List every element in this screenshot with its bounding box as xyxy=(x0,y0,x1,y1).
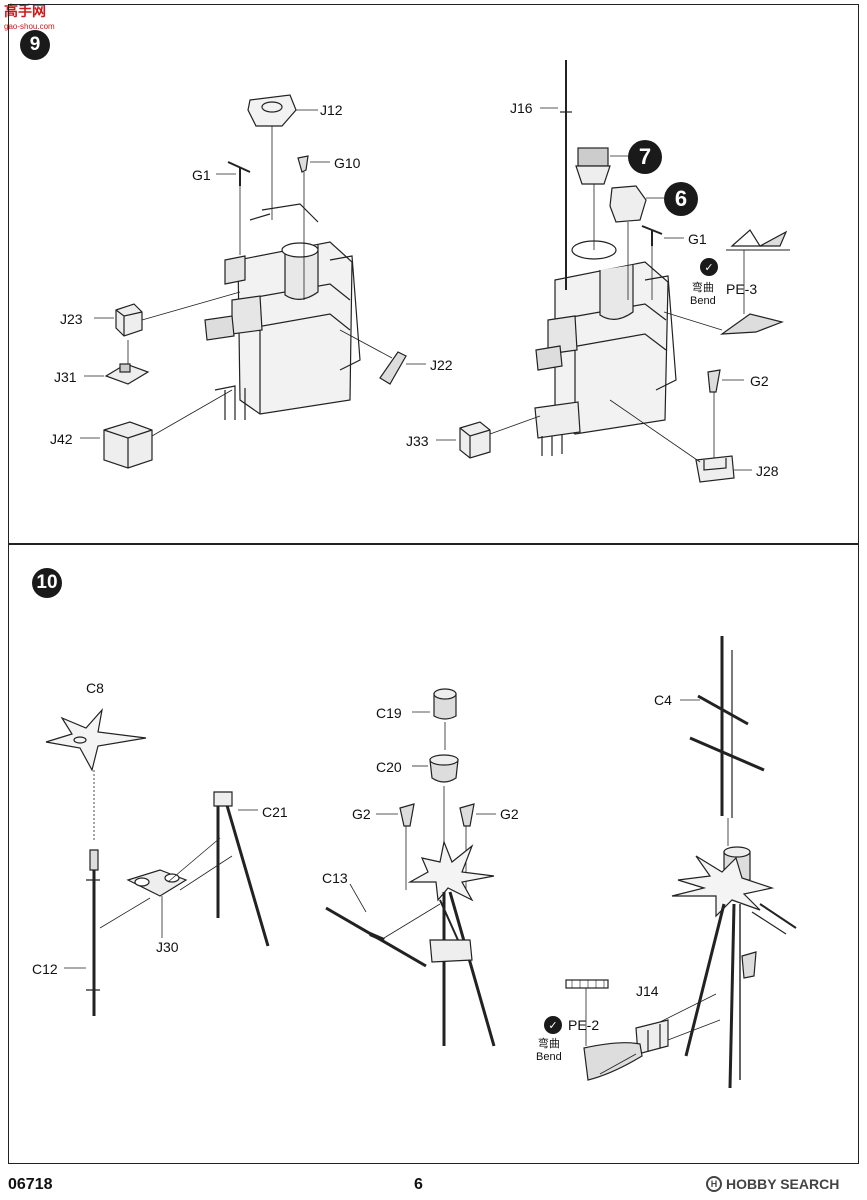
part-label-j23: J23 xyxy=(60,311,83,327)
part-label-j22: J22 xyxy=(430,357,453,373)
bend-en-label: Bend xyxy=(536,1051,562,1063)
part-label-c19: C19 xyxy=(376,705,402,721)
part-label-g2-right: G2 xyxy=(500,806,519,822)
part-label-g10: G10 xyxy=(334,155,361,171)
part-label-pe2: PE-2 xyxy=(568,1017,600,1033)
brand-text: HOBBY SEARCH xyxy=(726,1176,840,1192)
part-label-c21: C21 xyxy=(262,804,288,820)
bend-note-pe2: ✓ xyxy=(544,1016,562,1034)
step-number-9: 9 xyxy=(20,30,50,60)
superstructure-left xyxy=(204,203,361,420)
bend-note-pe3-text: 弯曲 Bend xyxy=(690,282,716,308)
sub-assembly-ref-6: 6 xyxy=(664,182,698,216)
superstructure-right xyxy=(534,240,677,456)
part-label-j12: J12 xyxy=(320,102,343,118)
part-label-g2-step9: G2 xyxy=(750,373,769,389)
part-label-c4: C4 xyxy=(654,692,672,708)
part-label-j28: J28 xyxy=(756,463,779,479)
part-label-j31: J31 xyxy=(54,369,77,385)
bend-en-label: Bend xyxy=(690,295,716,307)
part-label-j30: J30 xyxy=(156,939,179,955)
part-label-c8: C8 xyxy=(86,680,104,696)
bend-cn-label: 弯曲 xyxy=(691,282,714,294)
watermark-logo: 高手网 gao-shou.com xyxy=(4,4,55,34)
part-label-j14: J14 xyxy=(636,983,659,999)
kit-code: 06718 xyxy=(8,1176,53,1193)
step-10-panel xyxy=(8,544,859,1164)
part-label-g1-left: G1 xyxy=(192,167,211,183)
part-label-g2-left: G2 xyxy=(352,806,371,822)
watermark-subtext: gao-shou.com xyxy=(4,22,55,31)
bend-note-pe2-text: 弯曲 Bend xyxy=(536,1038,562,1064)
part-label-c13: C13 xyxy=(322,870,348,886)
bend-cn-label: 弯曲 xyxy=(537,1038,560,1050)
part-label-c12: C12 xyxy=(32,961,58,977)
bend-check-icon: ✓ xyxy=(700,258,718,276)
step-9-panel xyxy=(8,4,859,544)
watermark-text: 高手网 xyxy=(4,3,46,19)
part-label-j33: J33 xyxy=(406,433,429,449)
part-label-j42: J42 xyxy=(50,431,73,447)
sub-assembly-ref-7: 7 xyxy=(628,140,662,174)
step-number-10: 10 xyxy=(32,568,62,598)
hobby-search-logo-icon: H xyxy=(706,1176,722,1192)
part-label-c20: C20 xyxy=(376,759,402,775)
brand-mark: H HOBBY SEARCH xyxy=(706,1176,839,1192)
page-number: 6 xyxy=(414,1176,423,1193)
part-label-j16: J16 xyxy=(510,100,533,116)
part-label-g1-right: G1 xyxy=(688,231,707,247)
bend-note-pe3: ✓ xyxy=(700,258,718,276)
bend-check-icon: ✓ xyxy=(544,1016,562,1034)
part-label-pe3: PE-3 xyxy=(726,281,758,297)
